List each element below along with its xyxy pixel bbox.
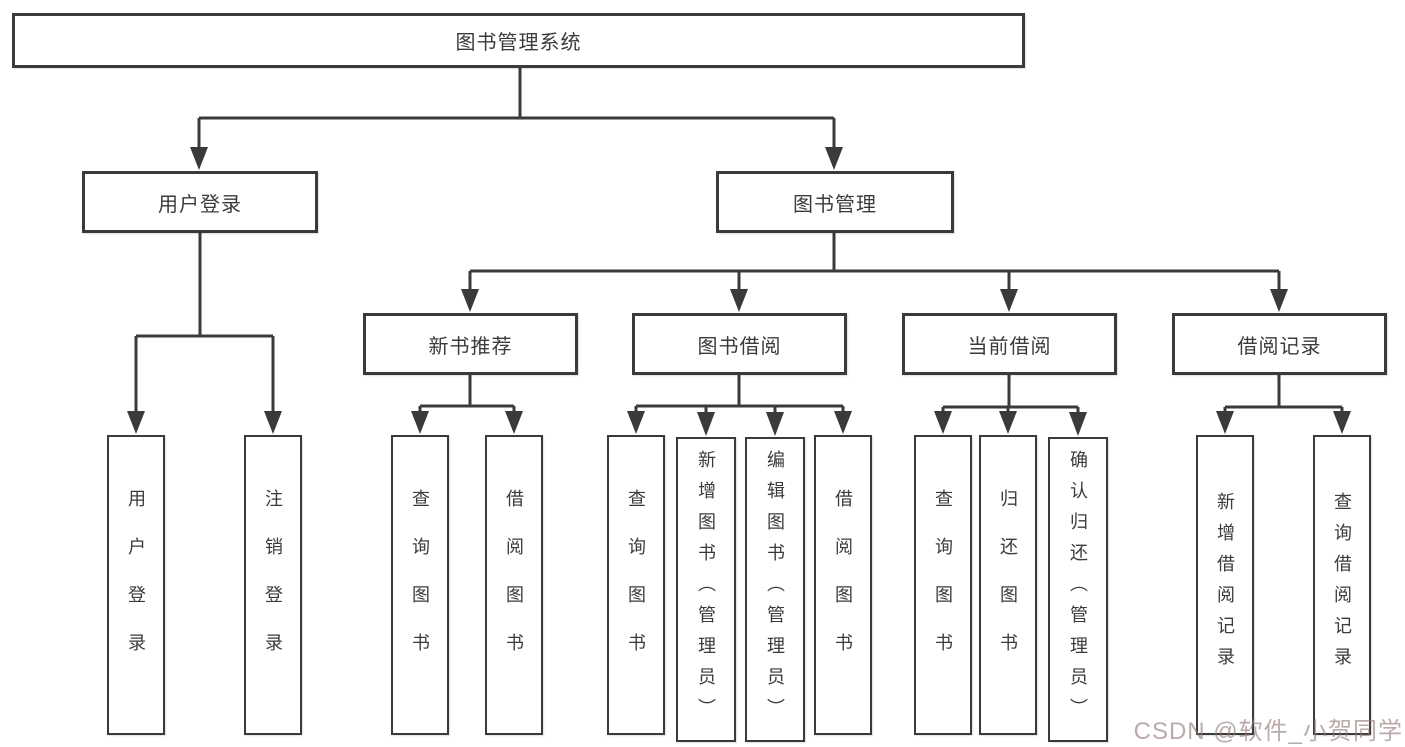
leaf-newbooks-borrow: 借阅图书 [485, 435, 543, 735]
leaf-current-return-label: 归还图书 [998, 489, 1018, 681]
leaf-records-query-label: 查询借阅记录 [1332, 492, 1352, 678]
leaf-borrow-book: 借阅图书 [814, 435, 872, 735]
connector-book-borrow [634, 375, 845, 412]
leaf-current-query: 查询图书 [914, 435, 972, 735]
leaf-logout-label: 注销登录 [263, 489, 283, 681]
node-user-login: 用户登录 [82, 171, 318, 233]
leaf-borrow-add-admin-label: 新增图书（管理员） [696, 450, 716, 729]
connector-root [197, 66, 836, 150]
node-user-login-label: 用户登录 [158, 193, 242, 216]
csdn-watermark: CSDN @软件_小贺同学 [1133, 718, 1403, 745]
connector-borrow-records [1223, 375, 1344, 412]
leaf-user-login-label: 用户登录 [126, 489, 146, 681]
connector-book-mgmt [468, 233, 1281, 291]
node-root: 图书管理系统 [12, 13, 1025, 68]
leaf-records-add-label: 新增借阅记录 [1215, 492, 1235, 678]
node-book-borrow: 图书借阅 [632, 313, 847, 375]
leaf-records-add: 新增借阅记录 [1196, 435, 1254, 735]
connector-current-borrow [941, 375, 1080, 412]
leaf-current-return: 归还图书 [979, 435, 1037, 735]
connector-user-login [134, 233, 275, 412]
leaf-newbooks-query: 查询图书 [391, 435, 449, 735]
node-root-label: 图书管理系统 [455, 32, 582, 54]
leaf-borrow-edit-admin: 编辑图书（管理员） [745, 437, 805, 742]
node-borrow-records-label: 借阅记录 [1237, 335, 1322, 358]
node-current-borrow: 当前借阅 [902, 313, 1117, 375]
leaf-newbooks-borrow-label: 借阅图书 [504, 489, 524, 681]
leaf-current-confirm-admin: 确认归还（管理员） [1048, 437, 1108, 742]
node-book-mgmt-label: 图书管理 [793, 193, 877, 216]
leaf-borrow-edit-admin-label: 编辑图书（管理员） [765, 450, 785, 729]
leaf-user-login: 用户登录 [107, 435, 165, 735]
connector-new-books [418, 375, 516, 412]
node-borrow-records: 借阅记录 [1172, 313, 1387, 375]
leaf-records-query: 查询借阅记录 [1313, 435, 1371, 735]
node-book-mgmt: 图书管理 [716, 171, 954, 233]
node-new-books: 新书推荐 [363, 313, 578, 375]
leaf-current-confirm-admin-label: 确认归还（管理员） [1068, 450, 1088, 729]
leaf-borrow-query-label: 查询图书 [626, 489, 646, 681]
node-book-borrow-label: 图书借阅 [697, 335, 782, 358]
leaf-borrow-query: 查询图书 [607, 435, 665, 735]
node-new-books-label: 新书推荐 [428, 335, 513, 358]
leaf-logout: 注销登录 [244, 435, 302, 735]
node-current-borrow-label: 当前借阅 [967, 335, 1052, 358]
leaf-newbooks-query-label: 查询图书 [410, 489, 430, 681]
arrowheads [127, 147, 1351, 436]
leaf-borrow-book-label: 借阅图书 [833, 489, 853, 681]
leaf-borrow-add-admin: 新增图书（管理员） [676, 437, 736, 742]
leaf-current-query-label: 查询图书 [933, 489, 953, 681]
